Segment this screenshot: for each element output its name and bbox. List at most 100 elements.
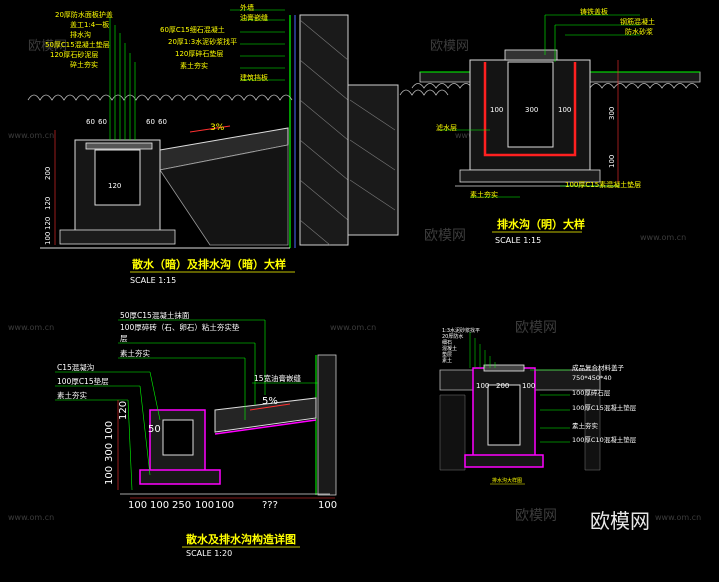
dim: 120 bbox=[44, 197, 52, 210]
waterproof-lining bbox=[483, 62, 577, 157]
label: 素土 bbox=[442, 357, 452, 364]
watermarks: 欧模网 欧模网 欧模网 欧模网 欧模网 www.om.cn www.om.cn … bbox=[8, 39, 701, 533]
label: 盖工1:4一板 bbox=[70, 20, 109, 29]
label: 50厚C15混凝土垫层 bbox=[45, 40, 110, 49]
label: 20厚防水 bbox=[442, 333, 463, 340]
label: 100厚C15素混凝土垫层 bbox=[565, 180, 641, 189]
foundation-hatch bbox=[349, 99, 396, 211]
label: 排水沟 bbox=[70, 30, 91, 39]
dim: 200 bbox=[44, 167, 52, 180]
label: 层 bbox=[120, 334, 128, 343]
label: 外墙 bbox=[240, 3, 254, 12]
panel-3-leaders bbox=[55, 319, 318, 491]
panel-2-labels: 铸铁盖板 钢筋混凝土 防水砂浆 滤水层 100厚C15素混凝土垫层 素土夯实 bbox=[436, 7, 655, 199]
panel-3-title: 散水及排水沟构造详图 bbox=[186, 532, 296, 546]
composite-cover bbox=[483, 364, 525, 372]
dim: ??? bbox=[262, 500, 278, 511]
wall-hatch bbox=[299, 19, 349, 246]
dim: 100 bbox=[558, 106, 571, 114]
panel-2-dimensions: 100 300 100 300 100 bbox=[490, 106, 616, 168]
label: 120厚碎石垫层 bbox=[175, 49, 223, 58]
panel-1-title: 散水（暗）及排水沟（暗）大样 bbox=[132, 257, 286, 271]
panel-4-left-labels: 1:3水泥砂浆找平 20厚防水 细石 混凝土 垫层 素土 bbox=[442, 327, 480, 364]
watermark-text: 欧模网 bbox=[430, 39, 469, 54]
dim: 100 bbox=[608, 155, 616, 168]
panel-3-left-dimensions: 100 300 100 120 bbox=[104, 401, 129, 485]
leaders-left bbox=[109, 17, 136, 140]
dim: 250 bbox=[172, 500, 191, 511]
dim: 300 bbox=[525, 106, 538, 114]
panel-3-section: 5% 50厚C15混凝土抹面 100厚碎砖（石、卵石）粘土夯实垫 层 素土夯实 … bbox=[55, 310, 337, 558]
panel-4-right-labels: 成品复合材料盖子 750*450*40 100厚碎石层 100厚C15混凝土垫层… bbox=[572, 363, 637, 444]
dim: 300 bbox=[608, 107, 616, 120]
watermark-url: www.om.cn bbox=[330, 323, 376, 332]
panel-2-leaders bbox=[440, 14, 640, 198]
label: 120厚石砂泥层 bbox=[50, 50, 98, 59]
dim: 120 bbox=[44, 217, 52, 230]
trench-cushion bbox=[139, 469, 221, 485]
label: 素土夯实 bbox=[572, 421, 599, 430]
label: 100厚C15垫层 bbox=[57, 376, 109, 386]
panel-3-scale: SCALE 1:20 bbox=[186, 549, 232, 558]
ground-hatch bbox=[399, 89, 449, 96]
label: 100厚碎石层 bbox=[572, 388, 611, 397]
dim: 60 bbox=[146, 118, 155, 126]
apron-slab bbox=[214, 397, 317, 433]
label: 细石 bbox=[442, 339, 452, 346]
label: 建筑挡板 bbox=[240, 73, 268, 82]
panel-2-section: 铸铁盖板 钢筋混凝土 防水砂浆 滤水层 100厚C15素混凝土垫层 素土夯实 1… bbox=[411, 7, 701, 245]
dim: 50 bbox=[148, 424, 161, 435]
dim: 120 bbox=[118, 401, 129, 420]
label: 碎土夯实 bbox=[70, 60, 98, 69]
panel-2-scale: SCALE 1:15 bbox=[495, 236, 541, 245]
slope-arrow bbox=[189, 125, 231, 133]
panel-4-dimensions: 100 200 100 bbox=[476, 382, 535, 390]
dim: 60 bbox=[86, 118, 95, 126]
label: 滤水层 bbox=[436, 123, 457, 132]
dim: 300 bbox=[104, 443, 115, 462]
label: 750*450*40 bbox=[572, 374, 612, 382]
leaders-right bbox=[230, 9, 285, 81]
sealant-label: 15宽油膏嵌缝 bbox=[254, 373, 302, 383]
watermark-url: www.om.cn bbox=[8, 131, 54, 140]
dim: 200 bbox=[496, 382, 509, 390]
watermark-url: www.om.cn bbox=[8, 323, 54, 332]
trench-channel bbox=[162, 419, 194, 456]
wall-section bbox=[299, 14, 349, 246]
watermark-url: www.om.cn bbox=[655, 513, 701, 522]
dim: 60 bbox=[158, 118, 167, 126]
panel-1-dimensions: 60 60 60 60 120 200 120 120 100 bbox=[44, 118, 167, 245]
panel-3-bottom-dimensions: 100 100 250 100 100 ??? 100 bbox=[128, 500, 337, 511]
dim: 60 bbox=[98, 118, 107, 126]
label: 铸铁盖板 bbox=[580, 7, 608, 16]
panel-3-left-labels: C15混凝沟 100厚C15垫层 素土夯实 bbox=[57, 362, 109, 400]
watermark-text: 欧模网 bbox=[515, 508, 557, 524]
concrete-cushion bbox=[459, 169, 601, 183]
label: 钢筋混凝土 bbox=[620, 17, 655, 26]
dim: 100 bbox=[318, 500, 337, 511]
watermark-url: www.om.cn bbox=[640, 233, 686, 242]
dim: 100 bbox=[128, 500, 147, 511]
label: 混凝土 bbox=[442, 345, 457, 352]
dim: 100 bbox=[104, 466, 115, 485]
label: 防水砂浆 bbox=[625, 27, 653, 36]
label: 油膏嵌缝 bbox=[240, 13, 268, 22]
dim: 100 bbox=[195, 500, 214, 511]
label: C15混凝沟 bbox=[57, 362, 94, 372]
trench-channel bbox=[487, 384, 521, 446]
slope-arrow bbox=[249, 403, 291, 411]
label: 20厚1:3水泥砂浆找平 bbox=[168, 37, 237, 46]
panel-2-title: 排水沟（明）大样 bbox=[497, 217, 585, 231]
slope-label: 5% bbox=[262, 396, 278, 407]
panel-4-caption: 排水沟大样图 bbox=[492, 477, 522, 484]
panel-3-top-labels: 50厚C15混凝土抹面 100厚碎砖（石、卵石）粘土夯实垫 层 素土夯实 bbox=[120, 310, 240, 358]
label: 50厚C15混凝土抹面 bbox=[120, 310, 190, 320]
trench-cushion bbox=[464, 454, 544, 468]
panel-1-left-labels: 20厚防水面板护盖 盖工1:4一板 排水沟 50厚C15混凝土垫层 120厚石砂… bbox=[45, 10, 113, 69]
apron-cushion-line bbox=[214, 419, 317, 435]
watermark-url: www.om.cn bbox=[8, 513, 54, 522]
trench-grate bbox=[85, 142, 153, 150]
dim: 100 bbox=[522, 382, 535, 390]
dim: 100 bbox=[490, 106, 503, 114]
